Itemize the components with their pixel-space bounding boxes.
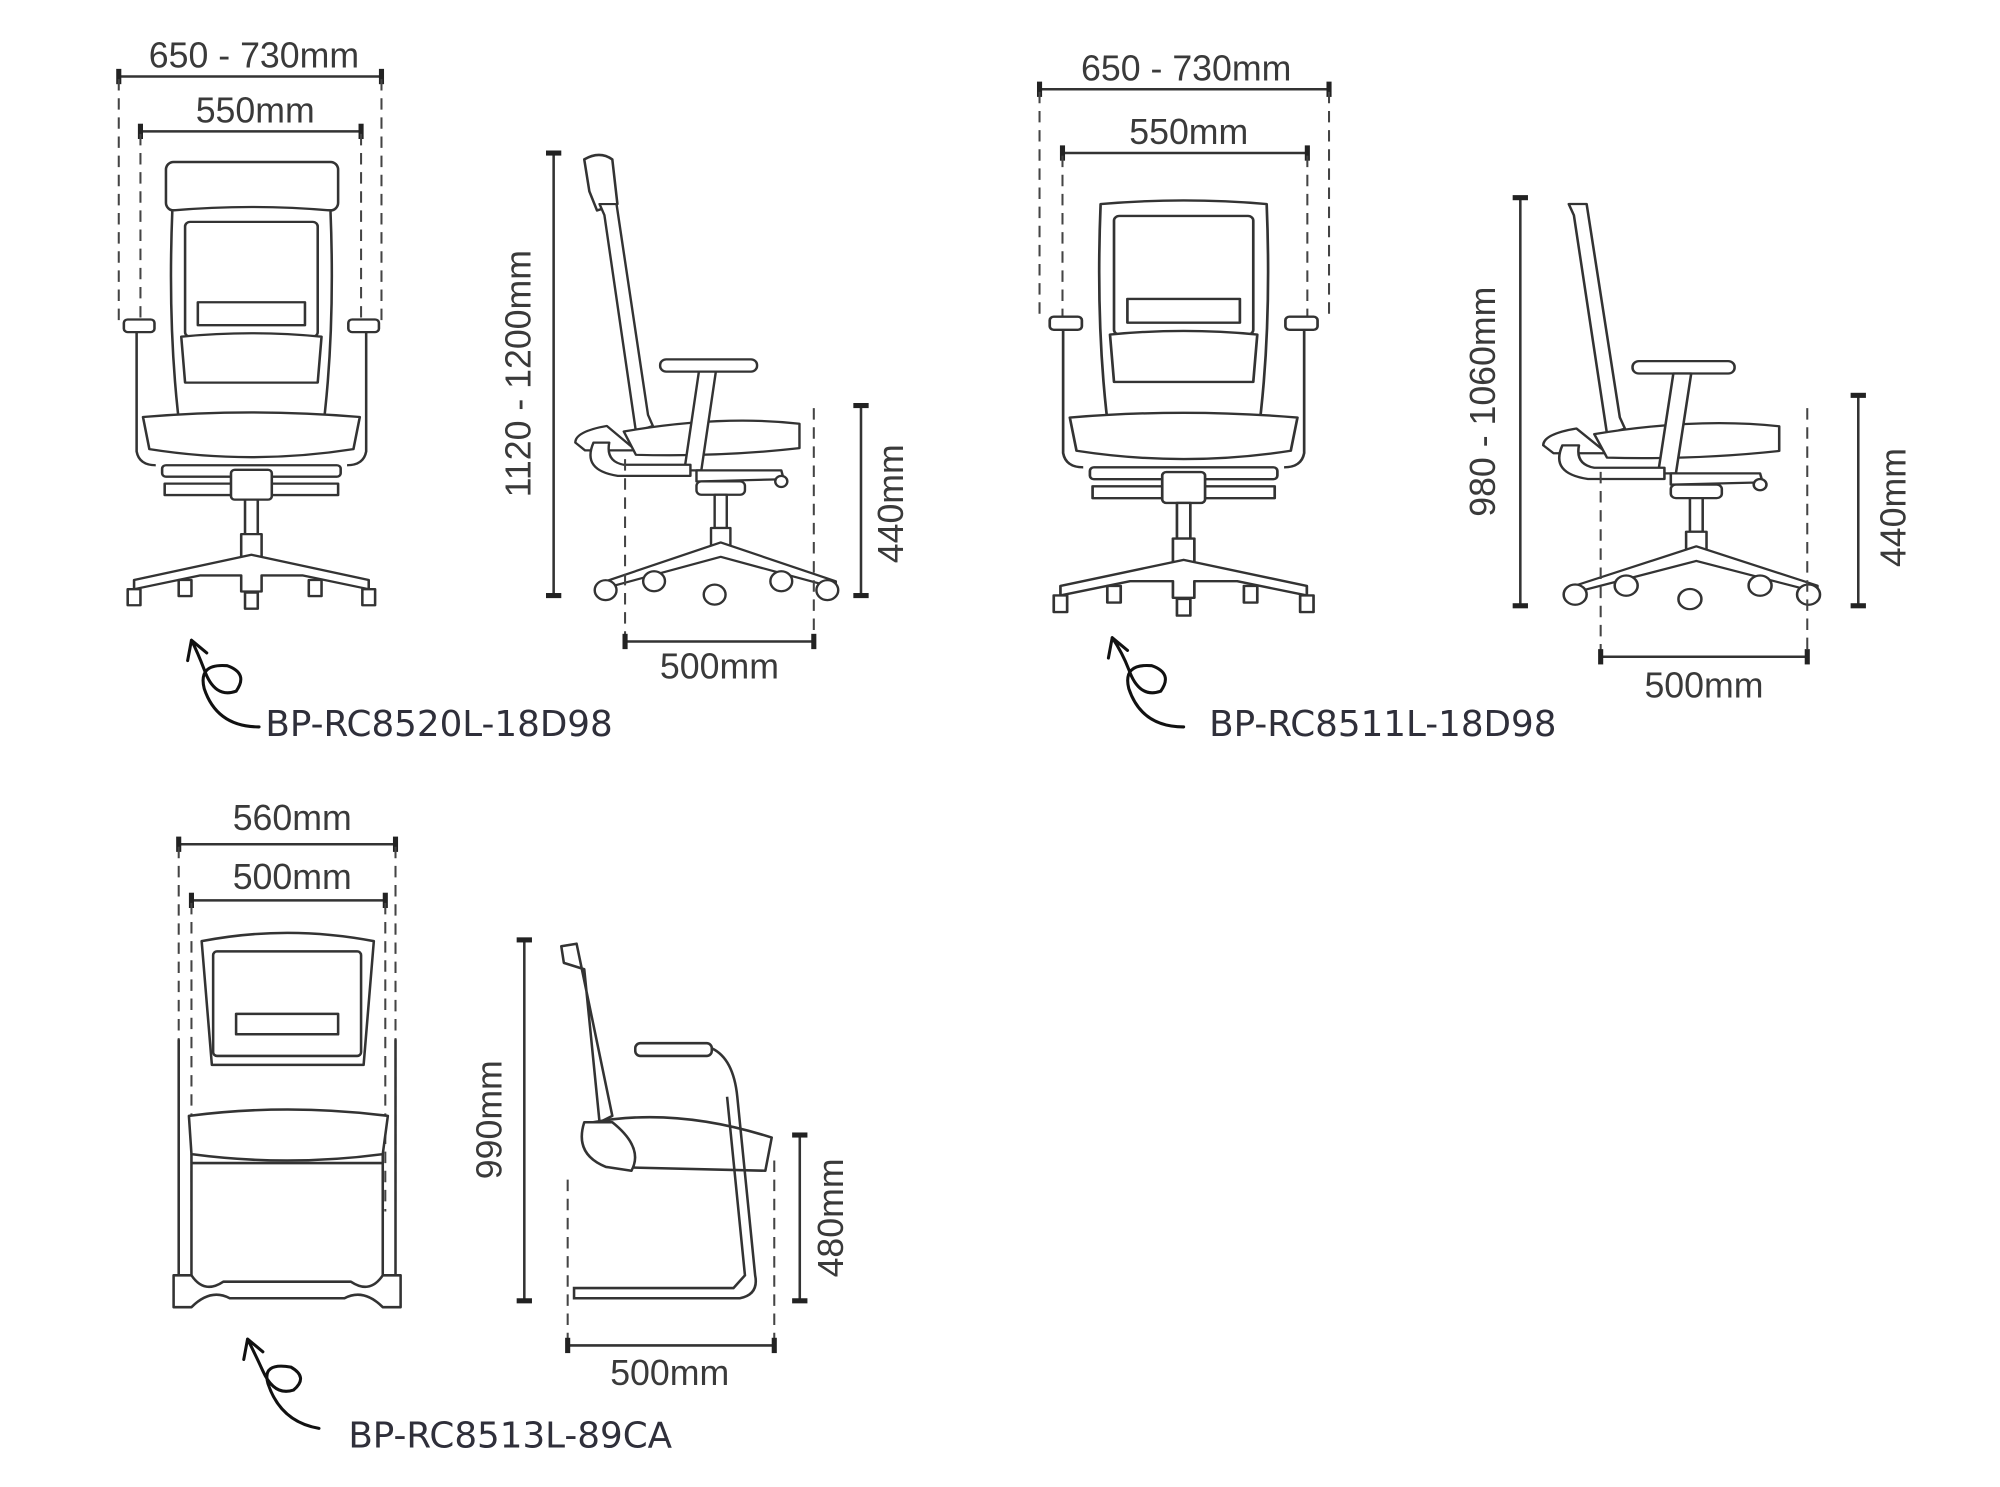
model-label: BP-RC8511L-18D98 — [1209, 704, 1556, 745]
product-2: 650 - 730mm 550mm 980 - 1060mm 440mm 500… — [1036, 48, 1913, 745]
height-label: 990mm — [469, 1060, 509, 1179]
pointer-arrow-icon — [1106, 636, 1186, 729]
height-label: 1120 - 1200mm — [499, 250, 539, 497]
seat-height-label: 480mm — [811, 1158, 851, 1277]
front-view: 560mm 500mm — [172, 798, 402, 1309]
front-view: 650 - 730mm 550mm — [116, 36, 385, 610]
seat-height-label: 440mm — [871, 444, 911, 563]
model-label: BP-RC8520L-18D98 — [265, 704, 612, 745]
front-view: 650 - 730mm 550mm — [1036, 48, 1332, 617]
seat-width-label: 550mm — [196, 90, 315, 130]
seat-width-label: 550mm — [1129, 112, 1248, 152]
side-view: 990mm 480mm 500mm — [469, 937, 851, 1393]
product-1: 650 - 730mm 550mm 1120 - 1200mm 440mm 50… — [116, 36, 911, 745]
model-label: BP-RC8513L-89CA — [348, 1415, 672, 1456]
product-3: 560mm 500mm 990mm 480mm 500mm BP- — [172, 798, 851, 1456]
depth-label: 500mm — [1644, 666, 1763, 706]
pointer-arrow-icon — [186, 638, 261, 729]
overall-width-label: 650 - 730mm — [1081, 48, 1291, 88]
seat-height-label: 440mm — [1873, 448, 1913, 567]
height-label: 980 - 1060mm — [1463, 287, 1503, 517]
depth-label: 500mm — [660, 646, 779, 686]
depth-label: 500mm — [610, 1353, 729, 1393]
pointer-arrow-icon — [242, 1337, 321, 1430]
seat-width-label: 500mm — [233, 857, 352, 897]
overall-width-label: 560mm — [233, 798, 352, 838]
side-view: 980 - 1060mm 440mm 500mm — [1463, 195, 1913, 706]
side-view: 1120 - 1200mm 440mm 500mm — [499, 150, 911, 686]
overall-width-label: 650 - 730mm — [149, 36, 359, 76]
